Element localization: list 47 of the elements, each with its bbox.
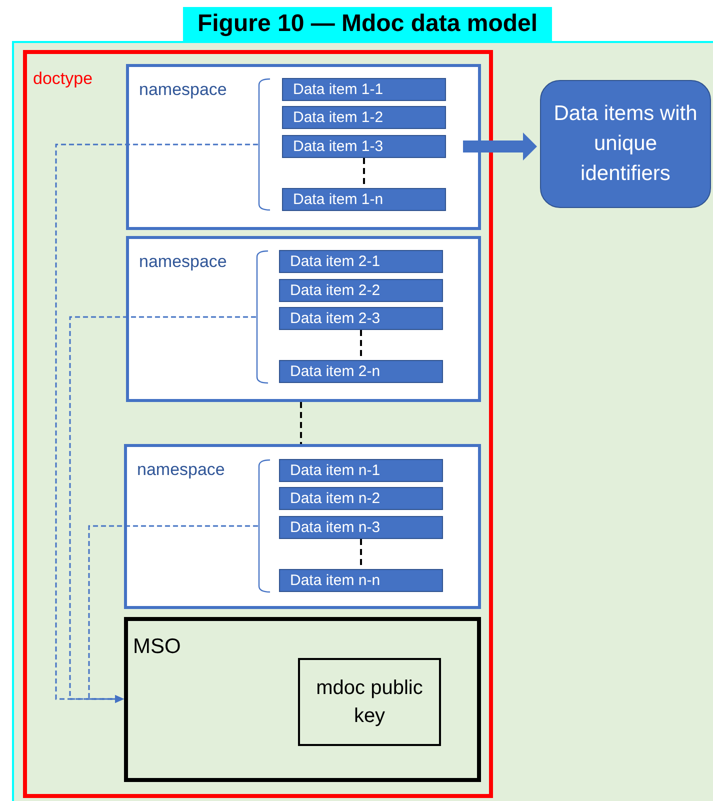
rounded-box <box>540 80 711 208</box>
namespace-box <box>124 444 481 609</box>
dashed-line <box>300 402 302 444</box>
data-item-label: Data item 1-3 <box>292 138 384 156</box>
data-item-label: Data item n-n <box>289 572 380 590</box>
data-item-label: Data item n-3 <box>289 518 380 536</box>
key-box <box>298 658 441 746</box>
key-label: mdoc public key <box>315 676 424 729</box>
data-item-box <box>282 135 446 158</box>
namespace-label: namespace <box>139 79 227 101</box>
data-item-box <box>279 250 443 273</box>
arrow <box>55 144 258 703</box>
data-item-box <box>279 487 443 510</box>
data-item-box <box>279 279 443 302</box>
data-item-label: Data item 2-3 <box>289 310 380 328</box>
data-item-box <box>279 516 443 539</box>
brace <box>258 78 272 211</box>
data-item-box <box>279 360 443 383</box>
data-item-box <box>279 307 443 330</box>
doctype-frame <box>23 50 493 798</box>
namespace-box <box>126 236 481 402</box>
data-item-label: Data item n-2 <box>289 490 380 508</box>
data-item-label: Data item 2-n <box>289 362 380 380</box>
data-item-box <box>282 106 446 129</box>
data-item-box <box>282 188 446 211</box>
namespace-box <box>126 64 481 230</box>
mso-label: MSO <box>133 634 181 660</box>
brace <box>258 459 272 593</box>
arrow <box>463 132 537 160</box>
brace <box>256 250 270 384</box>
namespace-label: namespace <box>139 251 227 273</box>
namespace-label: namespace <box>137 459 225 481</box>
data-item-box <box>279 459 443 482</box>
data-item-label: Data item 1-2 <box>292 108 384 126</box>
data-item-box <box>282 78 446 101</box>
arrow <box>69 316 256 703</box>
data-item-label: Data item 1-1 <box>292 80 384 98</box>
figure-title: Figure 10 — Mdoc data model <box>183 7 552 41</box>
mso-box <box>124 617 481 782</box>
frame-title: doctype <box>33 68 93 90</box>
data-item-label: Data item 1-n <box>292 190 384 208</box>
data-item-label: Data item 2-2 <box>289 282 380 300</box>
data-item-box <box>279 569 443 592</box>
arrow <box>88 525 258 703</box>
data-item-label: Data item n-1 <box>289 462 380 480</box>
data-item-label: Data item 2-1 <box>289 252 380 270</box>
box-label: Data items with unique identifiers <box>552 101 698 187</box>
